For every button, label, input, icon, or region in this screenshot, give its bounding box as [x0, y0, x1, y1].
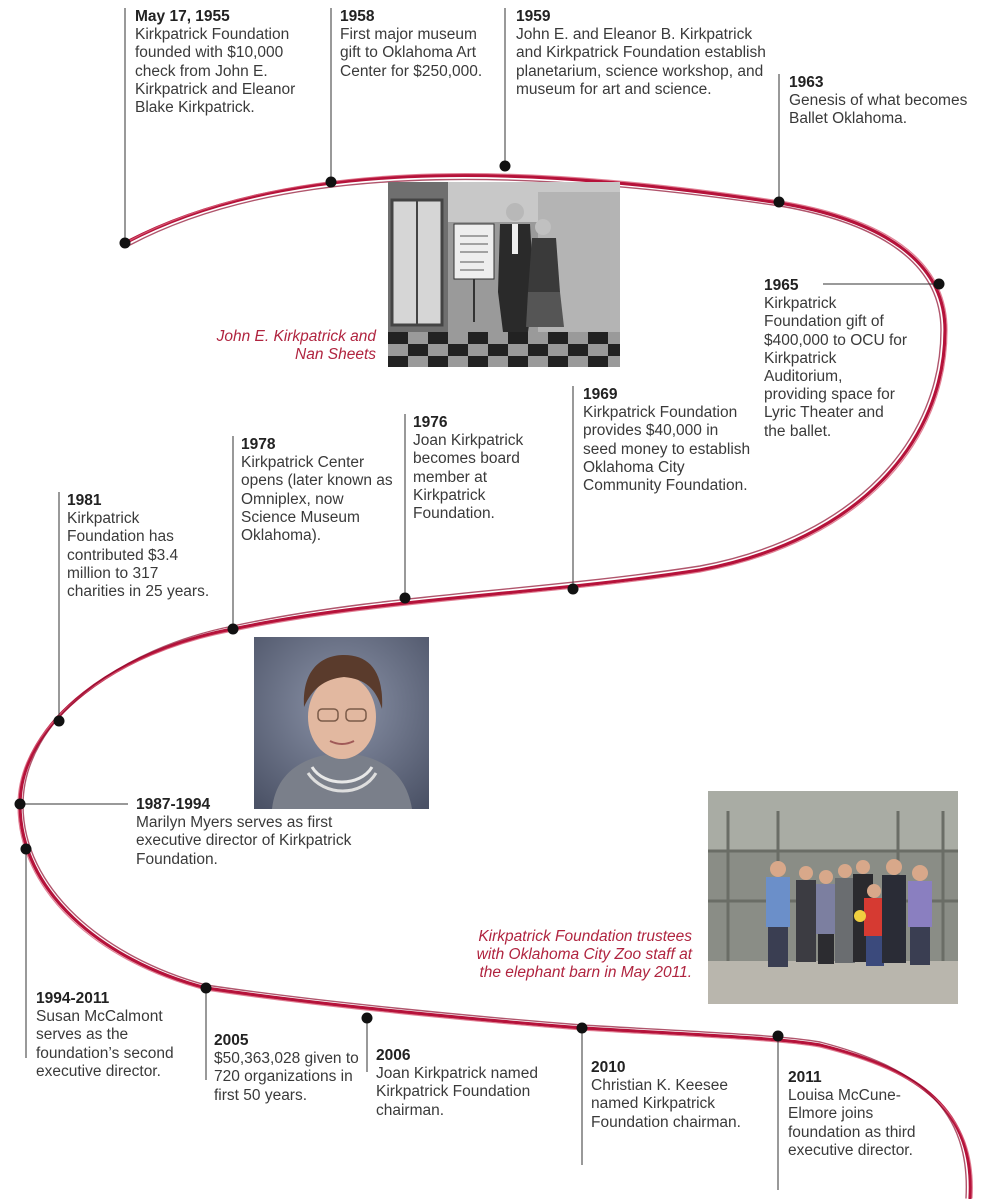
- event-2005: 2005 $50,363,028 given to 720 organizati…: [214, 1032, 364, 1105]
- caption-kirkpatrick-nan-sheets: John E. Kirkpatrick and Nan Sheets: [216, 328, 376, 364]
- timeline-dots: [14, 160, 945, 1042]
- event-year: 1958: [340, 8, 375, 25]
- event-text: Susan McCalmont serves as the foundation…: [36, 1008, 174, 1080]
- timeline-dot-2005: [200, 982, 212, 994]
- event-text: Joan Kirkpatrick becomes board member at…: [413, 432, 524, 523]
- timeline-dot-1955: [119, 237, 131, 249]
- event-year: 2006: [376, 1047, 411, 1064]
- timeline-dot-2011: [772, 1030, 784, 1042]
- event-year: 1976: [413, 414, 448, 431]
- leader-lines: [20, 8, 939, 1190]
- event-year: 1963: [789, 74, 824, 91]
- event-year: 2010: [591, 1059, 626, 1076]
- event-1987-1994: 1987-1994 Marilyn Myers serves as first …: [136, 796, 396, 869]
- photo-joan-kirkpatrick: [254, 637, 429, 809]
- event-year: May 17, 1955: [135, 8, 230, 25]
- event-year: 2011: [788, 1069, 822, 1086]
- event-1969: 1969 Kirkpatrick Foundation provides $40…: [583, 386, 753, 495]
- event-2006: 2006 Joan Kirkpatrick named Kirkpatrick …: [376, 1047, 571, 1120]
- timeline-dot-1978: [227, 623, 239, 635]
- event-2011: 2011 Louisa McCune-Elmore joins foundati…: [788, 1069, 928, 1160]
- event-2010: 2010 Christian K. Keesee named Kirkpatri…: [591, 1059, 761, 1132]
- event-1978: 1978 Kirkpatrick Center opens (later kno…: [241, 436, 401, 545]
- timeline-dot-1963: [773, 196, 785, 208]
- timeline-ribbon: [17, 173, 973, 1199]
- event-1958: 1958 First major museum gift to Oklahoma…: [340, 8, 490, 81]
- event-1994-2011: 1994-2011 Susan McCalmont serves as the …: [36, 990, 196, 1081]
- event-1963: 1963 Genesis of what becomes Ballet Okla…: [789, 74, 969, 129]
- event-text: Kirkpatrick Foundation founded with $10,…: [135, 26, 296, 117]
- timeline-dot-1958: [325, 176, 337, 188]
- timeline-dot-1987: [14, 798, 26, 810]
- event-year: 1959: [516, 8, 551, 25]
- event-year: 1987-1994: [136, 796, 211, 813]
- event-year: 2005: [214, 1032, 249, 1049]
- event-text: First major museum gift to Oklahoma Art …: [340, 26, 483, 80]
- event-year: 1965: [764, 277, 799, 294]
- event-text: $50,363,028 given to 720 organizations i…: [214, 1050, 359, 1104]
- event-1981: 1981 Kirkpatrick Foundation has contribu…: [67, 492, 217, 601]
- timeline-dot-1969: [567, 583, 579, 595]
- timeline-dot-1965: [933, 278, 945, 290]
- event-text: Louisa McCune-Elmore joins foundation as…: [788, 1087, 916, 1159]
- event-year: 1981: [67, 492, 102, 509]
- event-year: 1994-2011: [36, 990, 110, 1007]
- caption-zoo-trustees: Kirkpatrick Foundation trustees with Okl…: [476, 928, 692, 982]
- event-text: Genesis of what becomes Ballet Oklahoma.: [789, 92, 968, 128]
- event-text: Kirkpatrick Foundation gift of $400,000 …: [764, 295, 908, 440]
- timeline-ribbon-main: [18, 173, 972, 1199]
- event-1976: 1976 Joan Kirkpatrick becomes board memb…: [413, 414, 563, 523]
- event-text: John E. and Eleanor B. Kirkpatrick and K…: [516, 26, 766, 98]
- timeline-ribbon-shadow: [22, 178, 967, 1199]
- timeline-dot-1959: [499, 160, 511, 172]
- event-text: Christian K. Keesee named Kirkpatrick Fo…: [591, 1077, 741, 1131]
- event-text: Kirkpatrick Center opens (later known as…: [241, 454, 393, 545]
- timeline-dot-1976: [399, 592, 411, 604]
- event-1959: 1959 John E. and Eleanor B. Kirkpatrick …: [516, 8, 771, 99]
- event-text: Marilyn Myers serves as first executive …: [136, 814, 352, 868]
- event-text: Joan Kirkpatrick named Kirkpatrick Found…: [376, 1065, 538, 1119]
- timeline-dot-1981: [53, 715, 65, 727]
- timeline-ribbon-highlight: [17, 173, 973, 1199]
- event-text: Kirkpatrick Foundation has contributed $…: [67, 510, 210, 601]
- timeline-dot-2010: [576, 1022, 588, 1034]
- timeline-dot-2006: [361, 1012, 373, 1024]
- photo-kirkpatrick-nan-sheets: [388, 182, 620, 367]
- photo-zoo-trustees: [708, 791, 958, 1004]
- event-1955: May 17, 1955 Kirkpatrick Foundation foun…: [135, 8, 325, 117]
- event-text: Kirkpatrick Foundation provides $40,000 …: [583, 404, 751, 495]
- event-1965: 1965 Kirkpatrick Foundation gift of $400…: [764, 277, 909, 441]
- timeline-dot-1994: [20, 843, 32, 855]
- event-year: 1978: [241, 436, 276, 453]
- event-year: 1969: [583, 386, 618, 403]
